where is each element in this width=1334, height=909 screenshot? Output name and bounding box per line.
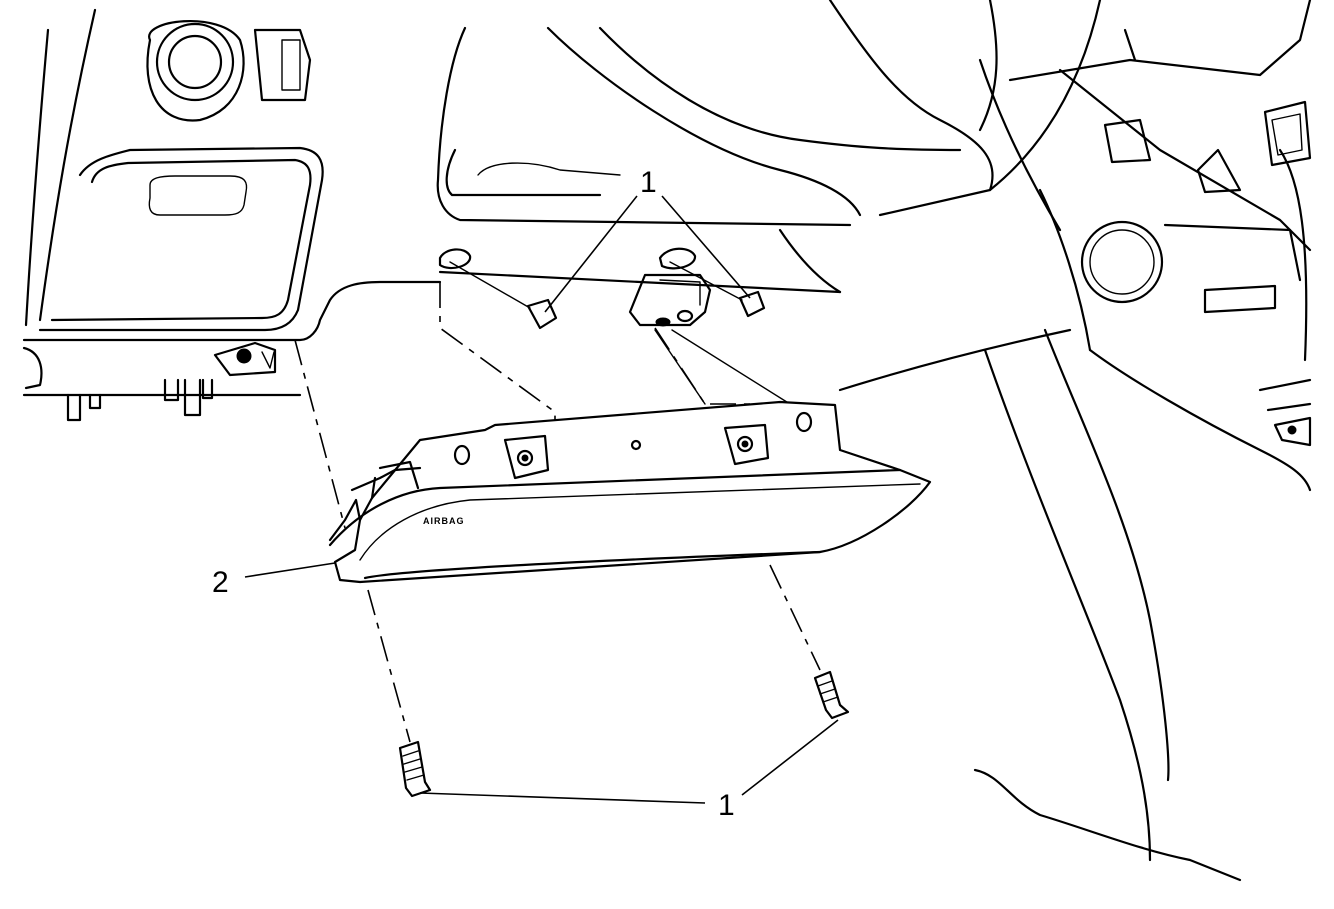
callout-leaders	[244, 195, 839, 804]
upper-mounting-points	[438, 247, 712, 327]
upper-bolt-right	[669, 261, 766, 318]
upper-bolt-left	[449, 261, 558, 330]
steering-column	[436, 0, 1312, 294]
airbag-marking: AIRBAG	[423, 516, 465, 526]
callout-airbag-module: 2	[212, 566, 229, 599]
lower-screw-right	[813, 670, 850, 720]
lower-screw-left	[398, 740, 432, 798]
callout-lower-fasteners: 1	[718, 789, 735, 822]
instrument-panel-left	[22, 8, 442, 422]
callout-upper-fasteners: 1	[640, 166, 657, 199]
knee-airbag-module: AIRBAG	[328, 400, 932, 584]
center-console	[838, 58, 1312, 882]
